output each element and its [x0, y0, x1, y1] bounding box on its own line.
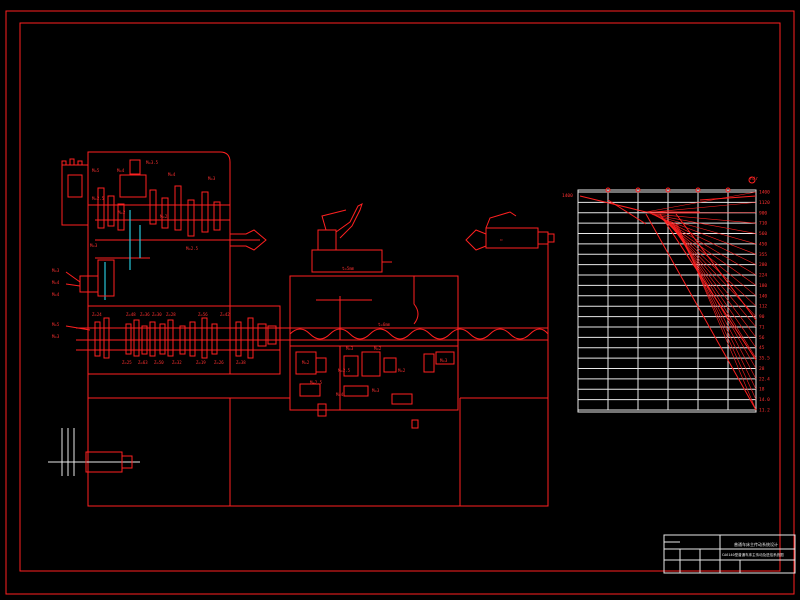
rpm-label: 35.5 [759, 356, 770, 362]
detail-assembly [48, 428, 140, 476]
headstock-label: M=2 [118, 210, 126, 215]
feedbox-label: Z=24 [92, 312, 102, 317]
rpm-label: 18 [759, 387, 765, 393]
headstock-label: M=4 [52, 292, 60, 297]
headstock-label: M=3.5 [146, 160, 159, 165]
tailstock: ▭ [465, 211, 555, 346]
title-line-1: 普通车床主传动系统设计 [734, 541, 778, 547]
speed-ray [675, 223, 757, 400]
headstock-label: M=5 [52, 322, 60, 327]
speed-path [659, 213, 757, 361]
carriage-label: M=2 [374, 346, 382, 351]
speed-ray [647, 202, 757, 213]
headstock-label: M=3 [52, 334, 60, 339]
rpm-label: 112 [759, 304, 767, 310]
speed-path [675, 213, 757, 321]
feedbox-label: Z=32 [172, 360, 182, 365]
rpm-label: 45 [759, 345, 765, 351]
headstock-label: M=2 [160, 214, 168, 219]
feedbox-label: Z=26 [214, 360, 224, 365]
carriage-label: M=2 [398, 368, 406, 373]
speed-ray [653, 214, 757, 245]
carriage-label: M=2 [302, 360, 310, 365]
feedbox-label: Z=50 [154, 360, 164, 365]
carriage-label: M=3 [372, 388, 380, 393]
headstock-label: M=2.5 [186, 246, 199, 251]
feedbox-label: Z=48 [126, 312, 136, 317]
speed-chart-top-label: n/r [750, 176, 758, 182]
carriage-label: M=2.5 [310, 380, 323, 385]
rpm-label: 90 [759, 314, 765, 320]
feed-box: Z=24 Z=48 Z=36 Z=30 Z=28 Z=56 Z=42 Z=25 … [76, 305, 290, 375]
carriage-label: M=3 [346, 346, 354, 351]
feedbox-label: Z=30 [152, 312, 162, 317]
speed-ray [650, 213, 757, 224]
feedbox-label: Z=63 [138, 360, 148, 365]
speed-path [645, 213, 757, 411]
rpm-label: 56 [759, 335, 765, 341]
headstock-label: M=5 [92, 168, 100, 173]
headstock-label: M=4 [117, 168, 125, 173]
speed-ray [651, 214, 757, 234]
leadscrew-label: t=6mm [378, 322, 391, 327]
rpm-label: 71 [759, 324, 765, 330]
feedbox-label: Z=25 [122, 360, 132, 365]
feedbox-label: Z=56 [198, 312, 208, 317]
rpm-label: 1120 [759, 200, 770, 206]
feedbox-label: Z=28 [166, 312, 176, 317]
rpm-label: 560 [759, 231, 767, 237]
rpm-label: 180 [759, 283, 767, 289]
toolpost-label: t=5mm [342, 266, 355, 271]
speed-ray [677, 224, 757, 411]
rpm-label: 28 [759, 366, 765, 372]
feedbox-label: Z=36 [140, 312, 150, 317]
speed-path [699, 195, 757, 201]
feedbox-label: Z=19 [196, 360, 206, 365]
headstock-label: M=4 [52, 280, 60, 285]
sheet-outer-border [5, 10, 795, 595]
speed-path [579, 195, 647, 213]
rpm-label: 1400 [759, 190, 770, 196]
rpm-label: 22.4 [759, 376, 770, 382]
title-block: 普通车床主传动系统设计 CA6140型普通车床主传动及进给系统图 [663, 534, 796, 574]
speed-chart: 1400 1120 900 710 560 450 355 280 224 180 140 112 90… [562, 176, 770, 414]
rpm-label: 900 [759, 210, 767, 216]
sheet-inner-border [19, 22, 781, 572]
carriage-label: M=4 [336, 392, 344, 397]
headstock-label: M=3 [52, 268, 60, 273]
headstock-label: M=3 [208, 176, 216, 181]
carriage-label: M=2.5 [338, 368, 351, 373]
feedbox-label: Z=38 [236, 360, 246, 365]
headstock-label: M=2.5 [92, 196, 105, 201]
rpm-label: 280 [759, 262, 767, 268]
rpm-input-label: 1400 [562, 193, 573, 199]
headstock-label: M=3 [90, 243, 98, 248]
tool-post: t=5mm [311, 203, 392, 273]
lathe-bed [87, 346, 549, 507]
carriage-apron: M=2 M=2.5 M=3 M=2 M=2.5 M=4 M=3 M=2 M=3 [289, 275, 459, 429]
rpm-label: 14.0 [759, 397, 770, 403]
rpm-label: 710 [759, 221, 767, 227]
speed-ray [645, 191, 757, 213]
carriage-label: M=3 [440, 358, 448, 363]
rpm-label: 450 [759, 241, 767, 247]
feedbox-label: Z=42 [220, 312, 230, 317]
headstock-label: M=4 [168, 172, 176, 177]
speed-path [607, 199, 647, 225]
rpm-label: 355 [759, 252, 767, 258]
speed-ray [654, 215, 757, 255]
rpm-label: 11.2 [759, 408, 770, 414]
title-line-2: CA6140型普通车床主传动及进给系统图 [722, 552, 784, 557]
rpm-label: 140 [759, 293, 767, 299]
headstock-gearbox: M=5 M=4 M=3.5 M=4 M=3 M=2.5 M=2 M=2 M=2.… [52, 151, 267, 339]
lead-screw: t=6mm [280, 322, 549, 341]
tailstock-label: ▭ [500, 237, 503, 242]
speed-ray [656, 215, 757, 265]
rpm-label: 224 [759, 273, 767, 279]
